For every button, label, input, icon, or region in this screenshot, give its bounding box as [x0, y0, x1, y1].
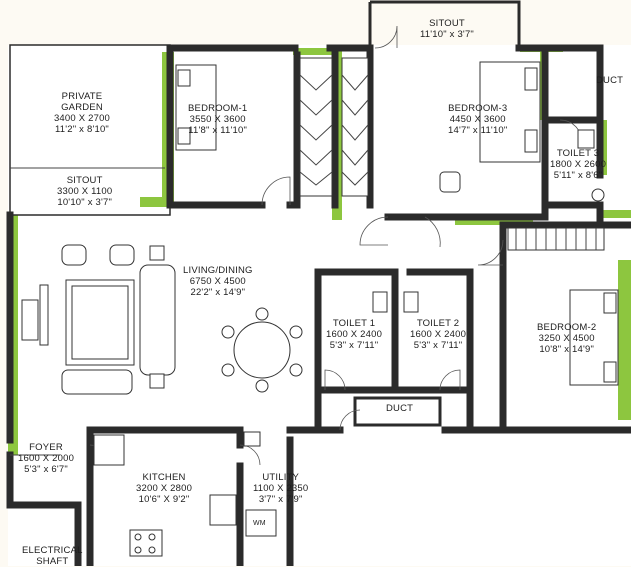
label-private-garden: PRIVATE GARDEN 3400 X 2700 11'2" x 8'10"	[42, 91, 122, 135]
dining-table	[221, 307, 303, 393]
label-duct-top: DUCT	[596, 75, 623, 86]
label-toilet3: TOILET 3 1800 X 2600 5'11" x 8'6"	[550, 148, 606, 181]
room-dim-mm: 1100 X 2350	[253, 483, 309, 494]
room-name: PRIVATE GARDEN	[61, 91, 103, 113]
room-dim-ft: 14'7" x 11'10"	[448, 125, 508, 136]
room-name: TOILET 3	[556, 148, 600, 159]
bed	[569, 289, 619, 386]
label-bedroom1: BEDROOM-1 3550 X 3600 11'8" x 11'10"	[188, 103, 247, 136]
outside-left	[0, 440, 8, 566]
door-utility	[239, 444, 261, 466]
label-toilet2: TOILET 2 1600 X 2400 5'3" x 7'11"	[410, 318, 466, 351]
room-name: SITOUT	[66, 175, 103, 186]
label-living-dining: LIVING/DINING 6750 X 4500 22'2" x 14'9"	[183, 265, 253, 298]
room-dim-ft: 5'3" x 7'11"	[329, 340, 379, 351]
room-dim-ft: 3'7" x 7'9"	[258, 494, 303, 505]
room-dim-mm: 3250 X 4500	[538, 333, 595, 344]
label-electrical-shaft: ELECTRICAL SHAFT	[22, 545, 83, 567]
label-bedroom2: BEDROOM-2 3250 X 4500 10'8" x 14'9"	[537, 322, 596, 355]
room-name: TOILET 2	[416, 318, 460, 329]
label-toilet1: TOILET 1 1600 X 2400 5'3" x 7'11"	[326, 318, 382, 351]
sofa-set	[21, 244, 176, 395]
room-dim-mm: 6750 X 4500	[189, 276, 246, 287]
label-foyer: FOYER 1600 X 2000 5'3" x 6'7"	[18, 442, 74, 475]
room-name: DUCT	[386, 403, 414, 414]
utility-sink	[243, 431, 261, 447]
green-strip	[293, 48, 333, 55]
door-toilet-a	[324, 369, 346, 391]
room-dim-ft: 10'8" x 14'9"	[539, 344, 595, 355]
room-dim-ft: 5'11" x 8'6"	[553, 170, 603, 181]
room-dim-ft: 10'10" x 3'7"	[57, 197, 113, 208]
wall-sitout-top	[368, 0, 521, 48]
door-bed2	[477, 239, 504, 266]
label-utility: UTILITY 1100 X 2350 3'7" x 7'9"	[253, 472, 308, 505]
bed	[479, 61, 541, 163]
room-name: TOILET 1	[332, 318, 376, 329]
room-dim-ft: 10'6" X 9'2"	[138, 494, 190, 505]
wall-toilets	[314, 268, 474, 434]
door-living-main	[424, 216, 441, 248]
room-dim-ft: 5'3" x 6'7"	[24, 464, 68, 475]
room-dim-ft: 22'2" x 14'9"	[190, 287, 246, 298]
room-dim-mm: 4450 X 3600	[449, 114, 506, 125]
wardrobe	[507, 227, 605, 251]
door-bed1	[261, 176, 291, 206]
wall-outer	[166, 44, 604, 124]
room-dim-ft: 11'8" x 11'10"	[188, 125, 248, 136]
room-dim-ft: 5'3" x 7'11"	[413, 340, 463, 351]
door-toilet-b	[439, 369, 461, 391]
wall-bed3	[384, 51, 604, 221]
bed	[175, 64, 217, 151]
room-name: BEDROOM-1	[188, 103, 248, 114]
label-duct-mid: DUCT	[386, 403, 413, 414]
label-kitchen: KITCHEN 3200 X 2800 10'6" X 9'2"	[136, 472, 192, 505]
wm-label: WM	[253, 520, 266, 527]
room-dim-mm: 3550 X 3600	[189, 114, 246, 125]
room-dim-mm: 1800 X 2600	[550, 159, 607, 170]
room-name: DUCT	[596, 75, 624, 86]
wall-toilet3	[541, 116, 604, 222]
room-name: UTILITY	[262, 472, 300, 483]
room-dim-mm: 1600 X 2000	[18, 453, 75, 464]
wall-duct	[353, 396, 442, 427]
room-dim-ft: 11'10" x 3'7"	[420, 29, 474, 40]
toilet-fixtures	[372, 129, 605, 313]
wall-bed2	[466, 221, 631, 434]
green-strip	[600, 210, 631, 218]
room-name: LIVING/DINING	[183, 265, 253, 276]
green-strip	[618, 260, 631, 420]
wall-eshaft	[6, 501, 82, 566]
wardrobe	[299, 57, 333, 197]
label-bedroom3: BEDROOM-3 4450 X 3600 14'7" x 11'10"	[448, 103, 507, 136]
kitchen-counter	[93, 434, 237, 557]
wall-wardrobe	[293, 51, 374, 209]
room-dim-mm: 3400 X 2700	[53, 113, 111, 124]
wardrobe	[341, 57, 369, 197]
room-dim-mm: 1600 X 2400	[326, 329, 383, 340]
washing-machine	[245, 509, 277, 537]
room-dim-ft: 11'2" x 8'10"	[55, 124, 109, 135]
door-bed3	[359, 216, 389, 246]
room-name-line2: SHAFT	[36, 556, 69, 567]
room-dim-mm: 3200 X 2800	[136, 483, 193, 494]
room-name: KITCHEN	[142, 472, 186, 483]
label-sitout-left: SITOUT 3300 X 1100 10'10" x 3'7"	[57, 175, 112, 208]
door-sitout	[374, 25, 398, 49]
door-toilet1	[339, 409, 361, 431]
room-name: BEDROOM-2	[537, 322, 597, 333]
label-sitout-top: SITOUT 11'10" x 3'7"	[420, 18, 474, 40]
room-name-line1: ELECTRICAL	[22, 545, 83, 556]
wall-kitchen	[86, 426, 322, 566]
room-name: SITOUT	[429, 18, 465, 29]
room-dim-mm: 3300 X 1100	[57, 186, 113, 197]
room-name: BEDROOM-3	[448, 103, 508, 114]
chair	[439, 171, 461, 193]
room-dim-mm: 1600 X 2400	[410, 329, 467, 340]
green-strip	[140, 197, 168, 207]
room-name: FOYER	[29, 442, 63, 453]
label-washing-machine: WM	[253, 518, 266, 529]
